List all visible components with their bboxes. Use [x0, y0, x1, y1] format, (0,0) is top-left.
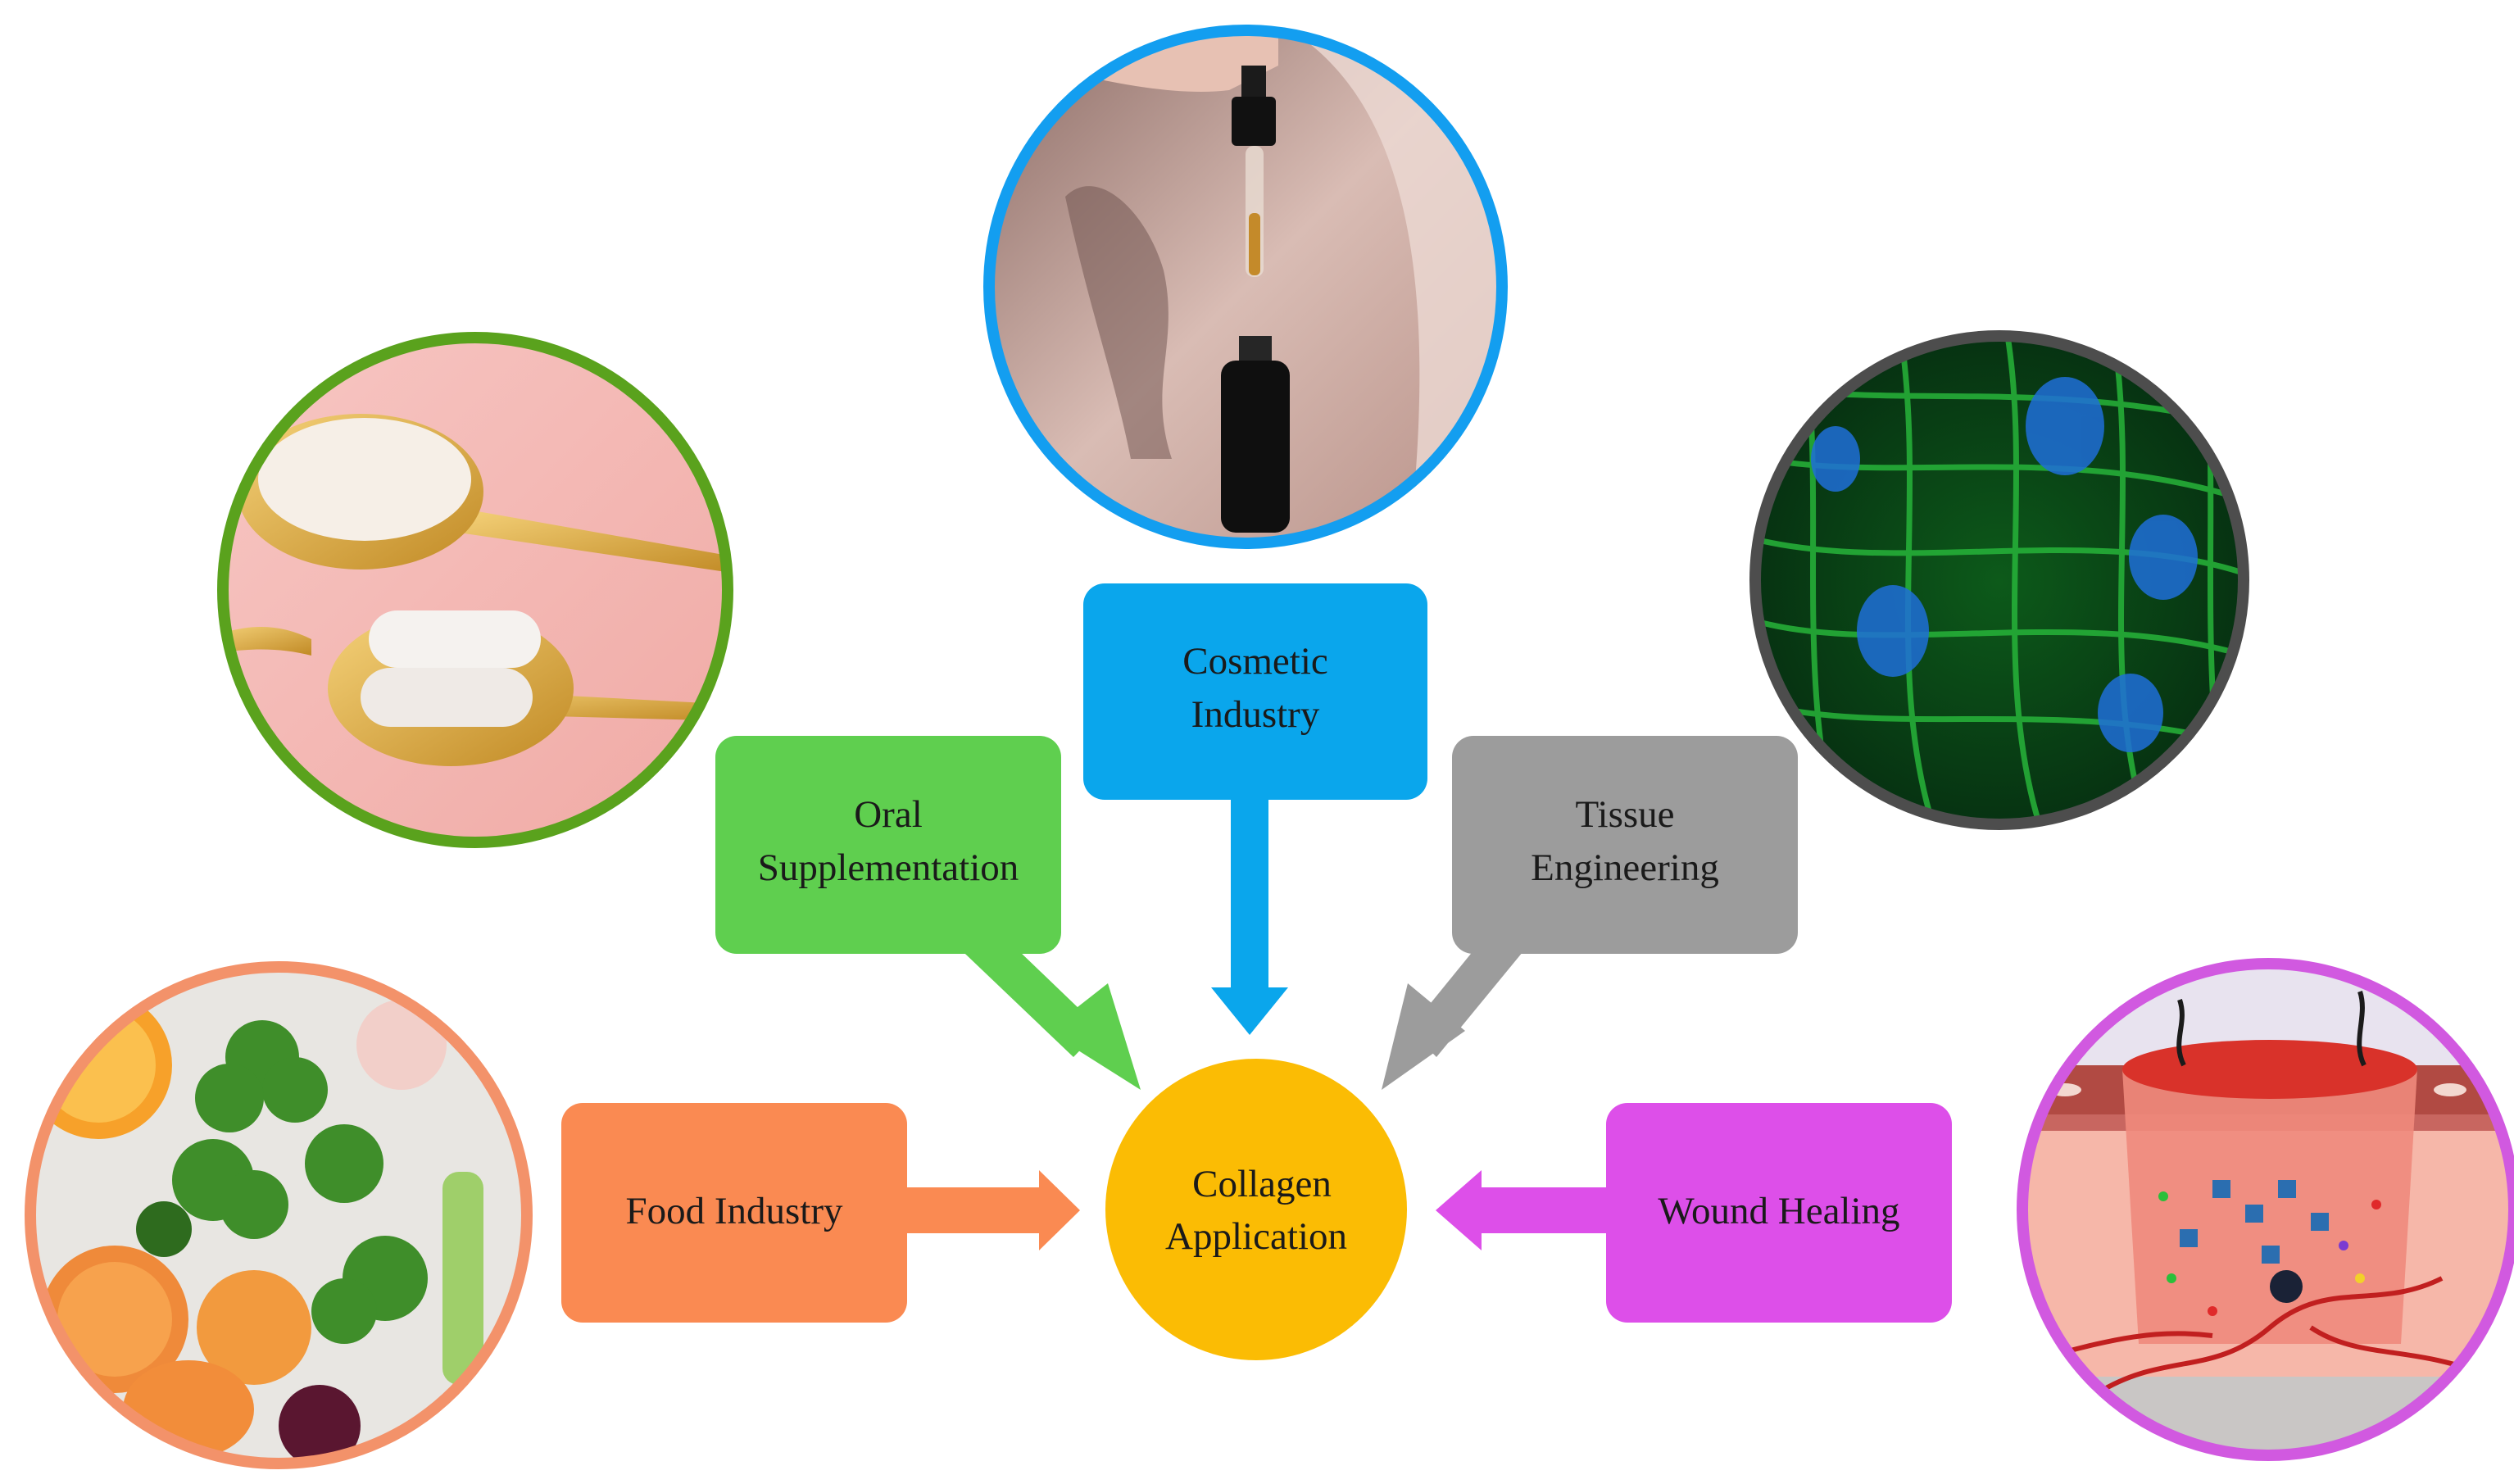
- arrow-wound-to-center: [1436, 1170, 1611, 1250]
- node-label-line1: Food Industry: [625, 1190, 843, 1232]
- node-cosmetic-industry: Cosmetic Industry: [1083, 583, 1427, 800]
- wound-healing-picture: [2017, 958, 2514, 1461]
- node-label-line1: Wound Healing: [1658, 1190, 1899, 1232]
- node-label-line2: Engineering: [1531, 846, 1719, 889]
- cosmetic-dropper-picture: [983, 25, 1508, 549]
- node-label-line1: Oral: [854, 793, 923, 836]
- node-label-line2: Industry: [1191, 693, 1320, 736]
- node-label-line2: Supplementation: [758, 846, 1019, 889]
- node-food-industry: Food Industry: [561, 1103, 907, 1323]
- node-label-line1: Tissue: [1575, 793, 1674, 836]
- arrow-cosmetic-to-center: [1211, 799, 1288, 1035]
- food-vegetables-picture: [25, 961, 533, 1469]
- tissue-fibre-picture: [1749, 330, 2249, 830]
- arrow-food-to-center: [905, 1170, 1080, 1250]
- node-oral-supplementation: Oral Supplementation: [715, 736, 1061, 954]
- center-collagen-application: Collagen Application: [1105, 1059, 1407, 1360]
- center-label-line2: Application: [1165, 1215, 1347, 1258]
- oral-supplement-picture: [217, 332, 733, 848]
- center-label-line1: Collagen: [1192, 1163, 1332, 1205]
- node-tissue-engineering: Tissue Engineering: [1452, 736, 1798, 954]
- node-wound-healing: Wound Healing: [1606, 1103, 1952, 1323]
- node-label-line1: Cosmetic: [1182, 640, 1328, 683]
